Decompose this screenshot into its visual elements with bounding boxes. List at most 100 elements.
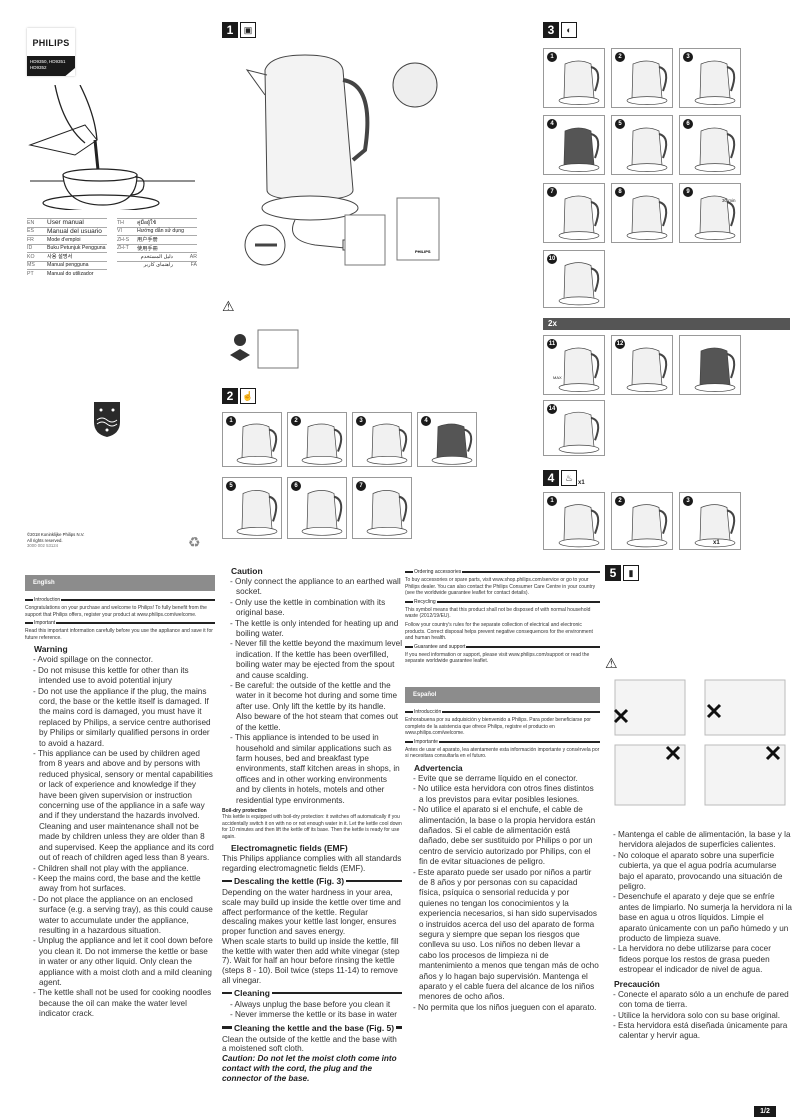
step-number: 4 bbox=[421, 416, 431, 426]
paragraph: Clean the outside of the kettle and the … bbox=[222, 1034, 397, 1054]
step-number: 5 bbox=[615, 119, 625, 129]
bullet-item: - Mantenga el cable de alimentación, la … bbox=[613, 830, 791, 850]
bullet-item: - The kettle is only intended for heatin… bbox=[230, 618, 399, 639]
kettle-step-illustration bbox=[694, 60, 736, 105]
paragraph: When scale starts to build up inside the… bbox=[222, 936, 400, 986]
step-panel: 1 bbox=[543, 48, 605, 108]
kettle-step-illustration bbox=[558, 60, 600, 105]
bullet-item: - No utilice esta hervidora con otros fi… bbox=[413, 784, 594, 804]
language-code: FR bbox=[27, 236, 34, 243]
language-name: Mode d'emploi bbox=[47, 236, 81, 243]
section-bar: Introduction bbox=[25, 597, 215, 603]
copyright-line: ©2018 Koninklijke Philips N.V. bbox=[27, 532, 85, 537]
section-bar: Introducción bbox=[405, 709, 600, 715]
bullet-item: - Esta hervidora está diseñada únicament… bbox=[613, 1020, 788, 1041]
step-number: 12 bbox=[615, 339, 625, 349]
step-number: 14 bbox=[547, 404, 557, 414]
section-bar: Guarantee and support bbox=[405, 644, 600, 650]
boil-count-label: x1 bbox=[713, 540, 720, 546]
step-panel: 4 bbox=[543, 115, 605, 175]
kettle-step-illustration bbox=[236, 490, 278, 536]
bullet-item: - Never fill the kettle beyond the maxim… bbox=[230, 639, 403, 680]
step-panel: 2 bbox=[287, 412, 347, 467]
bullet-item: - La hervidora no debe utilizarse para c… bbox=[613, 944, 771, 975]
max-label: MAX bbox=[553, 375, 562, 380]
kettle-step-illustration bbox=[694, 347, 736, 392]
subheading: Precaución bbox=[614, 978, 660, 989]
small-paragraph: Congratulations on your purchase and wel… bbox=[25, 605, 207, 618]
descale-icon: ◐ bbox=[561, 22, 577, 38]
section-number: 3 bbox=[543, 22, 559, 38]
kettle-step-illustration bbox=[366, 490, 408, 536]
warning-icon: ⚠ bbox=[605, 655, 618, 671]
step-number: 10 bbox=[547, 254, 557, 264]
bullet-item: - No coloque el aparato sobre una superf… bbox=[613, 850, 783, 892]
kettle-step-illustration bbox=[626, 60, 668, 105]
bullet-item: - This appliance is intended to be used … bbox=[230, 733, 400, 805]
kettle-step-illustration bbox=[431, 423, 473, 465]
recycle-icon: ♻ bbox=[188, 534, 201, 550]
bullet-item: - Do not place the appliance on an enclo… bbox=[33, 894, 213, 935]
kettle-step-illustration bbox=[558, 262, 600, 306]
language-name: راهنمای کاربر bbox=[143, 262, 173, 269]
language-entry: ZH-S 用户手册 bbox=[117, 235, 197, 244]
unpack-icon: ▣ bbox=[240, 22, 256, 38]
step-panel: 10 bbox=[543, 250, 605, 308]
boil-icon: ♨ bbox=[561, 470, 577, 486]
step-number: 6 bbox=[291, 481, 301, 491]
bullet-item: - Only use the kettle in combination wit… bbox=[230, 597, 386, 618]
language-code: MS bbox=[27, 262, 35, 269]
bullet-item: - Unplug the appliance and let it cool d… bbox=[33, 936, 213, 987]
step-number: 2 bbox=[291, 416, 301, 426]
kettle-step-illustration bbox=[301, 423, 343, 465]
step-number: 3 bbox=[356, 416, 366, 426]
language-name: Manual del usuario bbox=[47, 227, 102, 235]
section-bar: Importante bbox=[405, 739, 600, 745]
step-panel: 3 bbox=[352, 412, 412, 467]
language-code: PT bbox=[27, 270, 34, 277]
kettle-step-illustration bbox=[626, 504, 668, 548]
small-heading: Boil-dry protection bbox=[222, 807, 267, 814]
bullet-item: - The kettle shall not be used for cooki… bbox=[33, 988, 212, 1019]
subheading: Advertencia bbox=[414, 762, 463, 773]
language-name: Hướng dẫn sử dụng bbox=[137, 228, 184, 235]
small-paragraph: If you need information or support, plea… bbox=[405, 651, 590, 665]
kettle-step-illustration bbox=[694, 504, 736, 548]
step-number: 11 bbox=[547, 339, 557, 349]
timer-label: 30 min bbox=[722, 198, 736, 203]
language-header: English bbox=[25, 575, 215, 591]
section-bar: Ordering accessories bbox=[405, 569, 600, 575]
pouring-kettle-illustration bbox=[28, 85, 195, 210]
philips-logo-box: PHILIPS HD9350, HD9351 HD9352 bbox=[27, 28, 75, 76]
section-1-badge: 1▣ bbox=[222, 22, 256, 38]
language-code: KO bbox=[27, 253, 35, 260]
section-4-badge: 4♨x1 bbox=[543, 470, 585, 486]
step-panel: 4 bbox=[417, 412, 477, 467]
small-paragraph: Antes de usar el aparato, lea atentament… bbox=[405, 746, 600, 760]
kettle-step-illustration bbox=[558, 504, 600, 548]
language-entry: KO 사용 설명서 bbox=[27, 252, 107, 261]
kettle-step-illustration bbox=[694, 195, 736, 240]
step-number: 5 bbox=[226, 481, 236, 491]
section-heading: Cleaning bbox=[222, 988, 402, 998]
language-name: دليل المستخدم bbox=[140, 253, 173, 260]
svg-text:PHILIPS: PHILIPS bbox=[415, 249, 431, 254]
bullet-item: - Do not use the appliance if the plug, … bbox=[33, 686, 211, 748]
step-panel: 7 bbox=[352, 477, 412, 539]
bullet-item: - No permita que los niños jueguen con e… bbox=[413, 1002, 597, 1012]
step-number: 8 bbox=[615, 187, 625, 197]
step-panel: 14 bbox=[543, 400, 605, 456]
step-panel: 5 bbox=[222, 477, 282, 539]
kettle-step-illustration bbox=[558, 127, 600, 172]
language-code: ZH-S bbox=[117, 236, 130, 243]
kettle-step-illustration bbox=[366, 423, 408, 465]
language-name: 用户手册 bbox=[137, 237, 158, 244]
step-panel: 8 bbox=[611, 183, 673, 243]
language-name: 사용 설명서 bbox=[47, 254, 73, 261]
kettle-step-illustration bbox=[558, 195, 600, 240]
language-code: FA bbox=[190, 262, 197, 269]
step-panel: 5 bbox=[611, 115, 673, 175]
copyright: ©2018 Koninklijke Philips N.V. All right… bbox=[27, 532, 84, 549]
boil-count: x1 bbox=[578, 480, 585, 486]
